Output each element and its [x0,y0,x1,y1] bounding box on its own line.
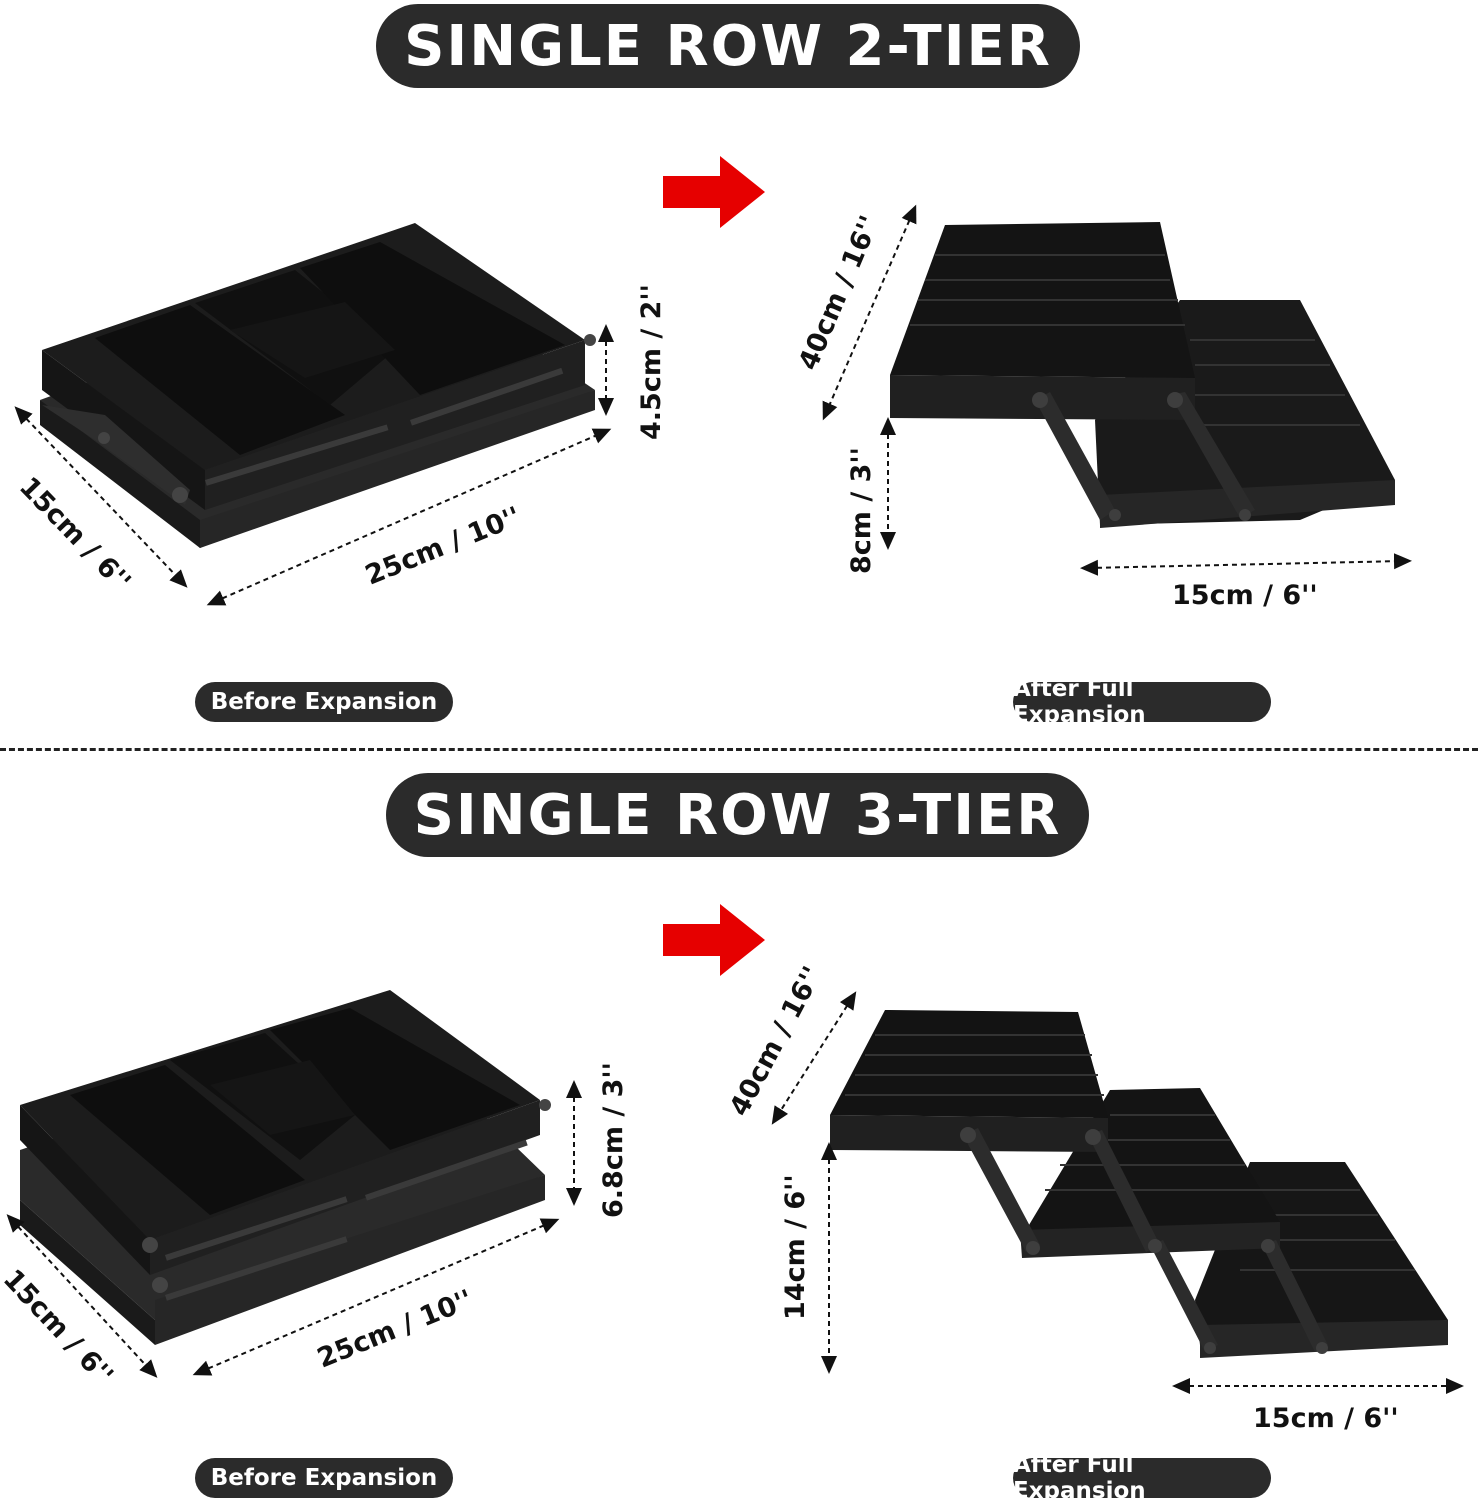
dim-tiergap-after-2: 14cm / 6'' [780,1174,811,1320]
expanded-organizer-3-tier [830,1010,1448,1358]
folded-organizer-2-tier [40,223,596,548]
dim-width-after-1: 15cm / 6'' [1172,580,1318,611]
right-arrow-icon [663,156,765,228]
dim-width-after-2: 15cm / 6'' [1253,1403,1399,1434]
section-divider [0,748,1478,751]
dim-width-before-1: 15cm / 6'' [13,471,137,597]
dim-length-after-1: 40cm / 16'' [793,211,886,375]
section-1-title: SINGLE ROW 2-TIER [376,4,1080,88]
dim-length-after-2: 40cm / 16'' [724,962,829,1122]
right-arrow-icon [663,904,765,976]
folded-organizer-3-tier [20,990,551,1345]
dim-length-before-2: 25cm / 10'' [313,1284,477,1374]
dim-height-before-1: 4.5cm / 2'' [636,284,667,440]
dim-length-before-1: 25cm / 10'' [361,501,525,591]
dim-height-before-2: 6.8cm / 3'' [598,1062,629,1218]
before-expansion-label-2: Before Expansion [195,1458,453,1498]
section-2-title: SINGLE ROW 3-TIER [386,773,1089,857]
dim-tiergap-after-1: 8cm / 3'' [846,447,877,574]
expanded-organizer-2-tier [890,222,1395,528]
before-expansion-label-1: Before Expansion [195,682,453,722]
